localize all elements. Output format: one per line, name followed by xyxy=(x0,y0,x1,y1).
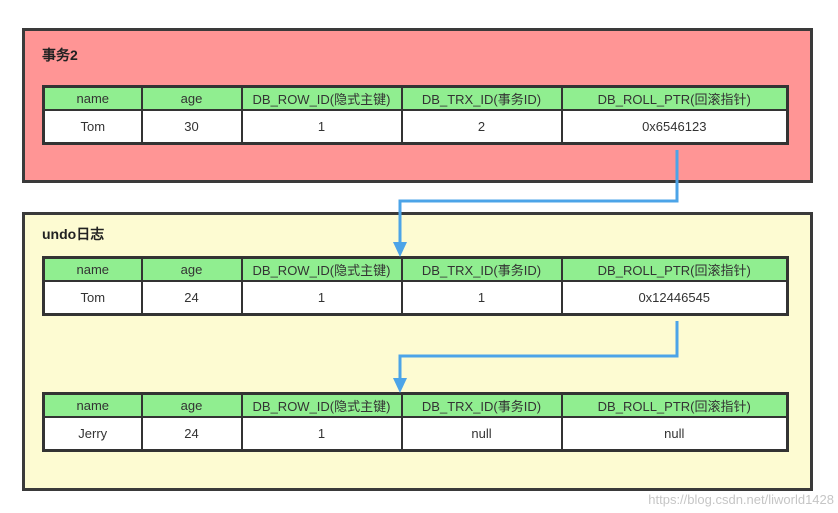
header-cell-trx-id: DB_TRX_ID(事务ID) xyxy=(400,256,563,282)
data-cell-name: Tom xyxy=(42,280,143,316)
data-cell-roll-ptr: 0x12446545 xyxy=(560,280,789,316)
data-cell-age: 24 xyxy=(140,280,243,316)
header-cell-age: age xyxy=(140,392,243,418)
transaction-panel-title: 事务2 xyxy=(42,47,78,63)
header-cell-row-id: DB_ROW_ID(隐式主键) xyxy=(240,392,403,418)
transaction-table: name age DB_ROW_ID(隐式主键) DB_TRX_ID(事务ID)… xyxy=(42,85,789,145)
data-cell-roll-ptr: null xyxy=(560,416,789,452)
data-cell-row-id: 1 xyxy=(240,109,403,145)
header-cell-name: name xyxy=(42,392,143,418)
header-cell-roll-ptr: DB_ROLL_PTR(回滚指针) xyxy=(560,85,789,111)
table-data-row: Tom 30 1 2 0x6546123 xyxy=(42,109,789,145)
data-cell-row-id: 1 xyxy=(240,416,403,452)
table-header-row: name age DB_ROW_ID(隐式主键) DB_TRX_ID(事务ID)… xyxy=(42,256,789,282)
data-cell-row-id: 1 xyxy=(240,280,403,316)
header-cell-trx-id: DB_TRX_ID(事务ID) xyxy=(400,392,563,418)
header-cell-age: age xyxy=(140,256,243,282)
watermark-url: https://blog.csdn.net/liworld1428 xyxy=(648,492,834,507)
header-cell-roll-ptr: DB_ROLL_PTR(回滚指针) xyxy=(560,256,789,282)
header-cell-row-id: DB_ROW_ID(隐式主键) xyxy=(240,256,403,282)
table-data-row: Tom 24 1 1 0x12446545 xyxy=(42,280,789,316)
header-cell-age: age xyxy=(140,85,243,111)
table-header-row: name age DB_ROW_ID(隐式主键) DB_TRX_ID(事务ID)… xyxy=(42,392,789,418)
table-header-row: name age DB_ROW_ID(隐式主键) DB_TRX_ID(事务ID)… xyxy=(42,85,789,111)
header-cell-roll-ptr: DB_ROLL_PTR(回滚指针) xyxy=(560,392,789,418)
data-cell-name: Tom xyxy=(42,109,143,145)
undo-table-2: name age DB_ROW_ID(隐式主键) DB_TRX_ID(事务ID)… xyxy=(42,392,789,452)
table-data-row: Jerry 24 1 null null xyxy=(42,416,789,452)
header-cell-name: name xyxy=(42,256,143,282)
data-cell-trx-id: 1 xyxy=(400,280,563,316)
header-cell-row-id: DB_ROW_ID(隐式主键) xyxy=(240,85,403,111)
data-cell-roll-ptr: 0x6546123 xyxy=(560,109,789,145)
data-cell-trx-id: null xyxy=(400,416,563,452)
data-cell-trx-id: 2 xyxy=(400,109,563,145)
data-cell-name: Jerry xyxy=(42,416,143,452)
undo-table-1: name age DB_ROW_ID(隐式主键) DB_TRX_ID(事务ID)… xyxy=(42,256,789,316)
header-cell-name: name xyxy=(42,85,143,111)
undo-log-panel-title: undo日志 xyxy=(42,226,105,242)
header-cell-trx-id: DB_TRX_ID(事务ID) xyxy=(400,85,563,111)
data-cell-age: 24 xyxy=(140,416,243,452)
data-cell-age: 30 xyxy=(140,109,243,145)
